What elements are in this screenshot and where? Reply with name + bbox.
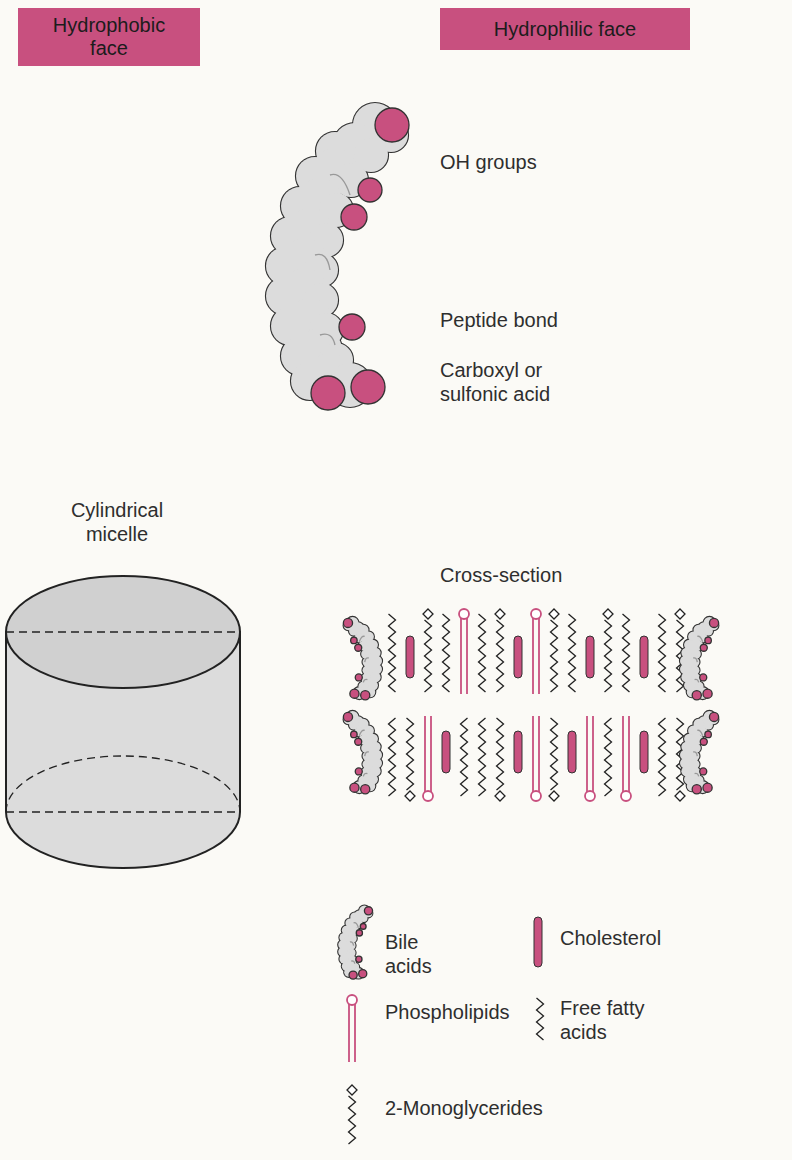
cholesterol-symbol: [406, 636, 414, 678]
monoglyceride-symbol: [405, 718, 415, 801]
legend-text: Free fatty acids: [560, 997, 644, 1043]
fatty-acid-chain: [659, 614, 666, 692]
cholesterol-symbol: [442, 731, 450, 773]
bile-acid-symbol: [680, 711, 719, 794]
fatty-acid-chain: [605, 620, 612, 692]
label-box: Cross-section: [440, 563, 640, 587]
monoglyceride-symbol: [495, 609, 505, 692]
part-label: Cross-section: [440, 564, 562, 586]
fatty-acid-chain: [551, 718, 558, 790]
monoglyceride-symbol: [603, 609, 613, 692]
part-label: Carboxyl or sulfonic acid: [440, 359, 550, 405]
bile-acid-symbol: [680, 617, 719, 700]
header-box: Hydrophilic face: [440, 8, 690, 50]
cholesterol-symbol: [568, 731, 576, 773]
header-box: Hydrophobic face: [18, 8, 200, 66]
fatty-acid-chain: [349, 1096, 356, 1144]
fatty-acid-chain: [389, 718, 396, 796]
phospholipid-symbol: [621, 716, 631, 801]
fatty-acid-chain: [479, 718, 486, 796]
fatty-acid-chain: [569, 614, 576, 692]
phospholipid-symbol: [585, 716, 595, 801]
legend-entry: 2-Monoglycerides: [385, 1096, 585, 1120]
bile-acid-symbol: [343, 711, 382, 794]
fatty-acid-chain: [605, 718, 612, 796]
legend-text: Bile acids: [385, 931, 432, 977]
legend-entry: Cholesterol: [560, 926, 710, 950]
cholesterol-symbol: [534, 917, 542, 967]
phospholipid-symbol: [423, 716, 433, 801]
fatty-acid-chain: [623, 614, 630, 692]
part-label: Cylindrical micelle: [71, 499, 163, 545]
legend-bile-acid: [338, 906, 372, 980]
cholesterol-symbol: [640, 731, 648, 773]
cholesterol-symbol: [514, 636, 522, 678]
phospholipid-symbol: [531, 716, 541, 801]
label-box: OH groups: [440, 150, 640, 174]
legend-text: 2-Monoglycerides: [385, 1097, 543, 1119]
fatty-acid-chain: [461, 718, 468, 796]
fatty-acid-chain: [407, 718, 414, 790]
label-box: Cylindrical micelle: [42, 498, 192, 546]
bile-acid-illustration: [266, 103, 409, 410]
fatty-acid-chain: [389, 614, 396, 692]
cholesterol-symbol: [586, 636, 594, 678]
cholesterol-symbol: [640, 636, 648, 678]
fatty-acid-chain: [497, 620, 504, 692]
fatty-acid-chain: [443, 614, 450, 692]
phospholipid-symbol: [347, 995, 357, 1062]
fatty-acid-chain: [497, 718, 504, 790]
monoglyceride-symbol: [495, 718, 505, 801]
label-box: Carboxyl or sulfonic acid: [440, 358, 615, 406]
cylindrical-micelle-drawing: [6, 576, 240, 868]
part-label: OH groups: [440, 151, 537, 173]
fatty-acid-chain: [537, 998, 544, 1040]
legend-entry: Phospholipids: [385, 1000, 535, 1024]
phospholipid-symbol: [531, 609, 541, 694]
legend-entry: Bile acids: [385, 930, 455, 978]
monoglyceride-symbol: [423, 609, 433, 692]
legend-entry: Free fatty acids: [560, 996, 665, 1044]
fatty-acid-chain: [425, 620, 432, 692]
monoglyceride-symbol: [347, 1085, 357, 1144]
label-box: Peptide bond: [440, 308, 640, 332]
legend-text: Phospholipids: [385, 1001, 510, 1023]
monoglyceride-symbol: [549, 718, 559, 801]
cholesterol-symbol: [514, 731, 522, 773]
legend-text: Cholesterol: [560, 927, 661, 949]
monoglyceride-symbol: [549, 609, 559, 692]
fatty-acid-chain: [659, 718, 666, 796]
fatty-acid-chain: [479, 614, 486, 692]
header-text: Hydrophilic face: [494, 18, 636, 41]
header-text: Hydrophobic face: [44, 14, 174, 60]
part-label: Peptide bond: [440, 309, 558, 331]
phospholipid-symbol: [459, 609, 469, 694]
micelle-cross-section: [343, 609, 718, 801]
bile-acid-symbol: [343, 617, 382, 700]
legend-symbols: [338, 906, 543, 1144]
fatty-acid-chain: [551, 620, 558, 692]
